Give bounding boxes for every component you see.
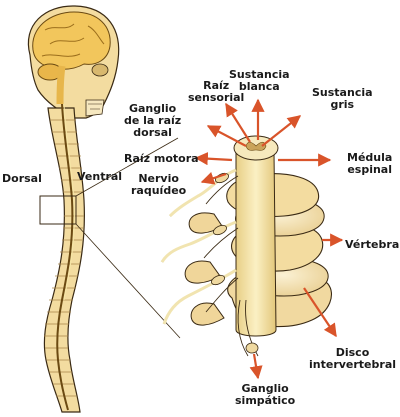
spinal-cord-line <box>56 103 74 411</box>
label-line: blanca <box>238 80 280 93</box>
label-line: de la raíz <box>124 114 182 127</box>
label-vertebra: Vértebra <box>345 239 399 251</box>
label-line: gris <box>330 98 355 111</box>
label-ventral-text: Ventral <box>77 170 123 183</box>
grey-matter <box>245 141 267 151</box>
label-disco-intervertebral: Disco intervertebral <box>309 347 396 371</box>
label-dorsal-text: Dorsal <box>2 172 42 185</box>
label-ganglio-raiz-dorsal: Ganglio de la raíz dorsal <box>124 103 181 139</box>
label-line: Vértebra <box>345 238 400 251</box>
label-raiz-motora: Raíz motora <box>124 153 199 165</box>
label-line: intervertebral <box>309 358 397 371</box>
sympathetic-ganglion <box>245 342 259 354</box>
label-line: Ganglio <box>241 382 289 395</box>
cord-detail <box>160 135 332 357</box>
label-line: Raíz motora <box>124 152 199 165</box>
label-line: Médula <box>347 151 393 164</box>
vertebral-column <box>43 107 85 413</box>
label-medula-espinal: Médula espinal <box>347 152 392 176</box>
label-raiz-sensorial: Raíz sensorial <box>188 80 244 104</box>
label-line: simpático <box>235 394 296 407</box>
label-line: Sustancia <box>312 86 373 99</box>
label-line: Disco <box>335 346 370 359</box>
label-ventral: Ventral <box>77 171 122 183</box>
label-line: espinal <box>347 163 392 176</box>
label-line: Ganglio <box>128 102 177 115</box>
label-line: Nervio <box>138 172 179 185</box>
label-nervio-raquideo: Nervio raquídeo <box>131 173 186 197</box>
label-ganglio-simpatico: Ganglio simpático <box>235 383 295 407</box>
label-line: Sustancia <box>229 68 290 81</box>
label-line: dorsal <box>133 126 172 139</box>
label-arrows <box>194 98 344 380</box>
label-line: sensorial <box>188 91 245 104</box>
section-box <box>39 195 77 225</box>
body-silhouette <box>27 5 181 413</box>
label-dorsal: Dorsal <box>2 173 42 185</box>
label-line: raquídeo <box>131 184 187 197</box>
spinal-cord <box>235 151 277 337</box>
label-sustancia-blanca: Sustancia blanca <box>229 69 290 93</box>
label-line: Raíz <box>203 79 230 92</box>
label-sustancia-gris: Sustancia gris <box>312 87 373 111</box>
